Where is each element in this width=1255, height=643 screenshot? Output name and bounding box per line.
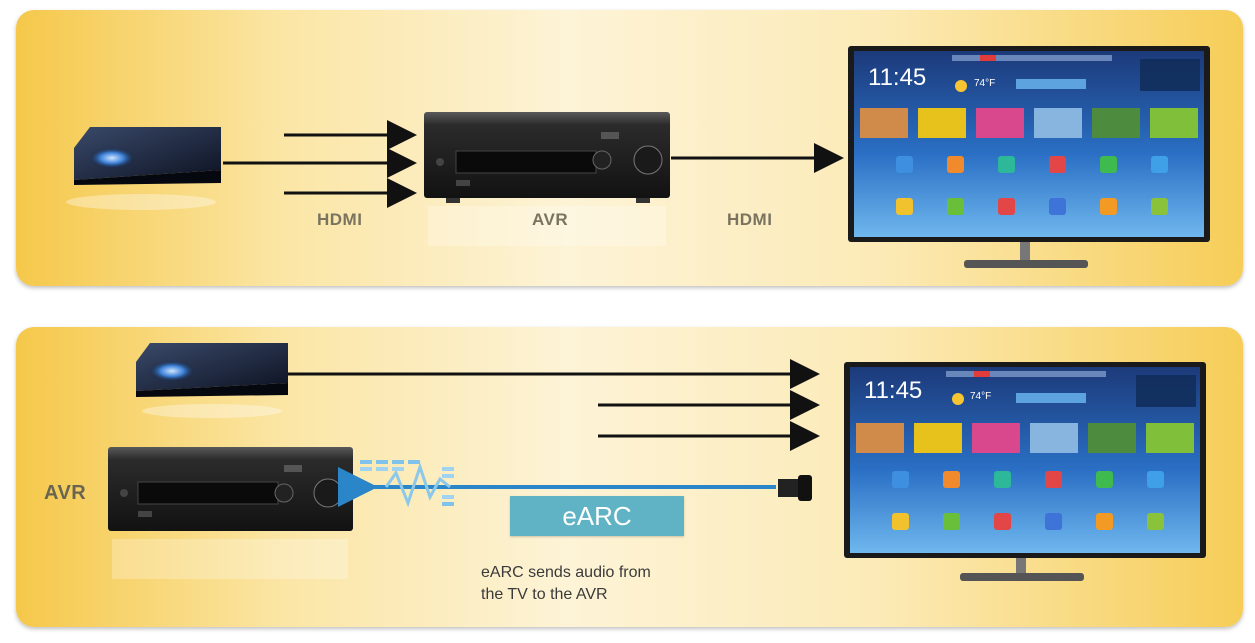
hdmi-chain-graphic <box>66 46 1210 268</box>
earc-caption-line1: eARC sends audio from <box>481 564 651 581</box>
tv-weather: 74°F <box>974 78 996 89</box>
earc-audio-return-line <box>338 460 776 508</box>
earc-caption-line2: the TV to the AVR <box>481 586 608 603</box>
avr-receiver-icon <box>424 112 670 246</box>
avr-label: AVR <box>532 210 569 229</box>
smart-tv-icon <box>848 46 1210 268</box>
tv-clock: 11:45 <box>868 64 927 91</box>
hdmi-output-label: HDMI <box>727 210 773 229</box>
earc-panel: 11:45 74°F AVR eARC eARC sends audio fro… <box>16 327 1243 627</box>
avr-label: AVR <box>44 482 87 504</box>
tv-weather: 74°F <box>970 391 992 402</box>
earc-graphic <box>108 343 1206 581</box>
hdmi-chain-panel: 11:45 74°F HDMI AVR HDMI <box>16 10 1243 286</box>
avr-receiver-icon <box>108 447 353 579</box>
earc-badge: eARC <box>510 496 684 536</box>
hdmi-plug-icon <box>778 475 812 501</box>
smart-tv-icon <box>844 362 1206 581</box>
tv-clock: 11:45 <box>864 377 923 404</box>
hdmi-input-label: HDMI <box>317 210 363 229</box>
bluray-player-icon <box>136 343 288 418</box>
bluray-player-icon <box>66 127 221 210</box>
